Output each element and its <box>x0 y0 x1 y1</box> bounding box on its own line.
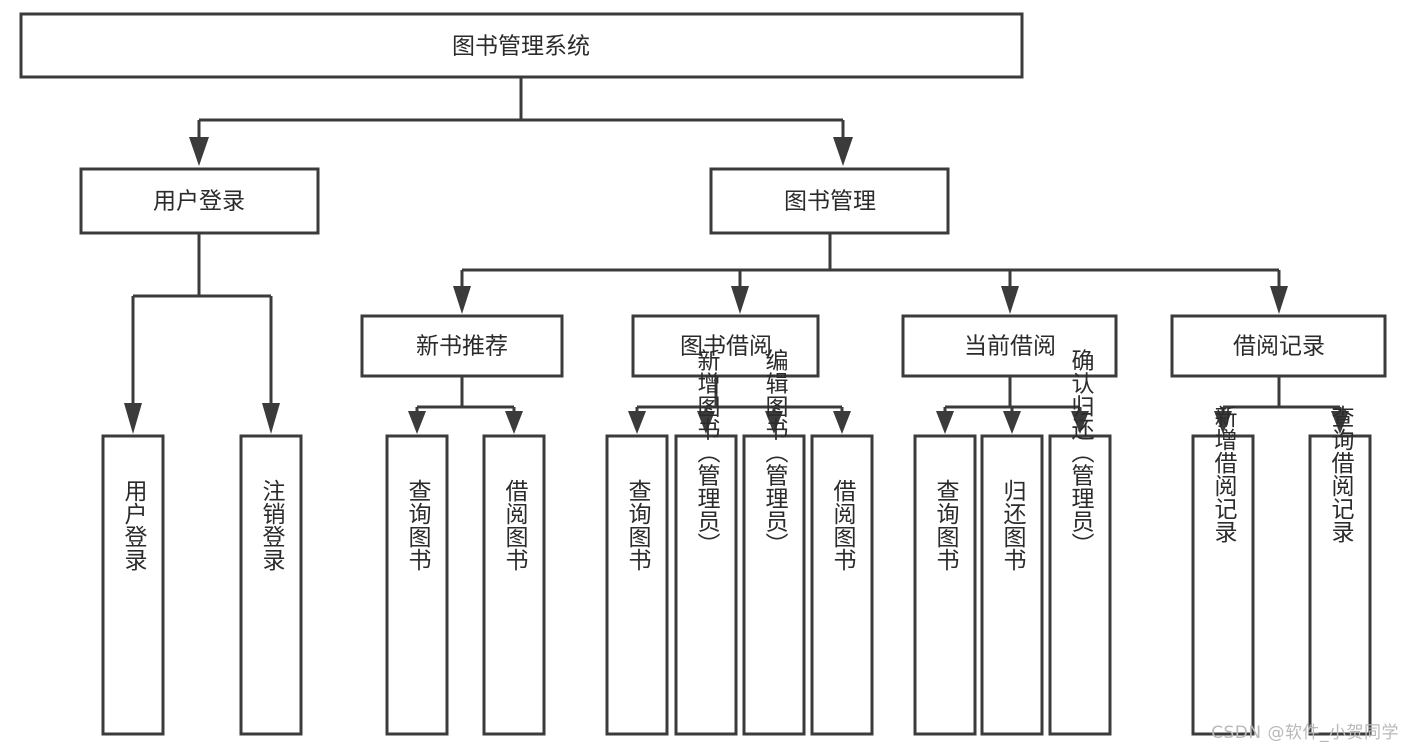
node-root[interactable]: 图书管理系统 <box>19 12 1024 79</box>
arrow-head-icon <box>1331 411 1349 434</box>
leaf-box[interactable] <box>674 434 738 736</box>
node-book-borrow-label: 图书借阅 <box>680 334 772 360</box>
arrow-head-icon <box>1214 411 1232 434</box>
connector-currentborrow-to-leaves <box>936 376 1089 434</box>
leaf-currentborrow-return-book[interactable]: 归还图书 <box>980 434 1044 736</box>
leaf-label: 查询图书 <box>404 479 432 571</box>
leaf-box[interactable] <box>101 434 165 736</box>
arrow-head-icon <box>697 411 715 434</box>
leaf-box[interactable] <box>913 434 977 736</box>
node-new-book-recommend-label: 新书推荐 <box>416 334 508 360</box>
arrow-head-icon <box>1270 286 1288 314</box>
leaf-newbook-borrow-book[interactable]: 借阅图书 <box>482 434 546 736</box>
leaf-box[interactable] <box>482 434 546 736</box>
leaf-label: 查询图书 <box>932 479 960 571</box>
node-book-borrow[interactable]: 图书借阅 <box>631 314 820 378</box>
leaf-bookborrow-borrow-book[interactable]: 借阅图书 <box>810 434 874 736</box>
leaf-label: 借阅图书 <box>501 479 529 571</box>
node-user-login-label: 用户登录 <box>153 189 245 215</box>
node-new-book-recommend[interactable]: 新书推荐 <box>360 314 564 378</box>
node-borrow-record[interactable]: 借阅记录 <box>1170 314 1387 378</box>
arrow-head-icon <box>189 137 209 166</box>
leaf-currentborrow-confirm-return[interactable]: 确认归还（管理员） <box>1048 349 1112 736</box>
leaf-borrowrecord-query-record[interactable]: 查询借阅记录 <box>1308 405 1372 736</box>
leaf-label: 借阅图书 <box>829 479 857 571</box>
leaf-box[interactable] <box>1191 434 1255 736</box>
leaf-box[interactable] <box>980 434 1044 736</box>
arrow-head-icon <box>628 411 646 434</box>
arrow-head-icon <box>505 411 523 434</box>
leaf-bookborrow-query-book[interactable]: 查询图书 <box>605 434 669 736</box>
connector-bookborrow-to-leaves <box>628 376 851 434</box>
leaf-currentborrow-query-book[interactable]: 查询图书 <box>913 434 977 736</box>
leaf-borrowrecord-add-record[interactable]: 新增借阅记录 <box>1191 405 1255 736</box>
leaf-bookborrow-add-book[interactable]: 新增图书（管理员） <box>674 349 738 736</box>
node-new-book-recommend-box[interactable] <box>360 314 564 378</box>
arrow-head-icon <box>833 411 851 434</box>
leaf-bookborrow-edit-book[interactable]: 编辑图书（管理员） <box>742 349 806 736</box>
arrow-head-icon <box>1001 286 1019 314</box>
leaf-box[interactable] <box>810 434 874 736</box>
leaf-label: 查询图书 <box>624 479 652 571</box>
connector-bookmgmt-to-level3 <box>453 234 1288 314</box>
arrow-head-icon <box>936 411 954 434</box>
arrow-head-icon <box>262 403 280 434</box>
node-book-management[interactable]: 图书管理 <box>709 167 950 235</box>
node-root-label: 图书管理系统 <box>452 34 590 60</box>
node-book-borrow-box[interactable] <box>631 314 820 378</box>
leaf-label: 新增借阅记录 <box>1210 405 1238 543</box>
leaf-label: 注销登录 <box>258 479 286 571</box>
arrow-head-icon <box>765 411 783 434</box>
node-user-login[interactable]: 用户登录 <box>79 167 320 235</box>
leaf-label: 编辑图书（管理员） <box>761 349 789 556</box>
arrow-head-icon <box>1003 411 1021 434</box>
arrow-head-icon <box>124 403 142 434</box>
node-borrow-record-box[interactable] <box>1170 314 1387 378</box>
node-book-management-box[interactable] <box>709 167 950 235</box>
leaf-newbook-query-book[interactable]: 查询图书 <box>385 434 449 736</box>
arrow-head-icon <box>453 286 471 314</box>
node-root-box[interactable] <box>19 12 1024 79</box>
leaf-box[interactable] <box>742 434 806 736</box>
connector-newbook-to-leaves <box>408 376 523 434</box>
arrow-head-icon <box>731 286 749 314</box>
node-current-borrow-box[interactable] <box>901 314 1118 378</box>
node-current-borrow-label: 当前借阅 <box>964 334 1056 360</box>
arrow-head-icon <box>833 137 853 166</box>
leaf-box[interactable] <box>1308 434 1372 736</box>
leaf-box[interactable] <box>605 434 669 736</box>
leaf-box[interactable] <box>239 434 303 736</box>
node-book-management-label: 图书管理 <box>784 189 876 215</box>
connector-borrowrecord-to-leaves <box>1214 376 1349 434</box>
leaf-label: 用户登录 <box>120 479 148 571</box>
connector-root-to-level2 <box>189 78 853 166</box>
arrow-head-icon <box>1071 411 1089 434</box>
node-current-borrow[interactable]: 当前借阅 <box>901 314 1118 378</box>
leaf-box[interactable] <box>385 434 449 736</box>
node-borrow-record-label: 借阅记录 <box>1233 334 1325 360</box>
leaf-user-login-logout[interactable]: 注销登录 <box>239 434 303 736</box>
leaf-label: 新增图书（管理员） <box>693 349 721 556</box>
leaf-user-login-login[interactable]: 用户登录 <box>101 434 165 736</box>
leaf-label: 查询借阅记录 <box>1327 405 1355 543</box>
arrow-head-icon <box>408 411 426 434</box>
leaf-label: 归还图书 <box>999 479 1027 571</box>
leaf-label: 确认归还（管理员） <box>1067 349 1095 556</box>
connector-userlogin-to-leaves <box>124 234 280 434</box>
leaf-box[interactable] <box>1048 434 1112 736</box>
node-user-login-box[interactable] <box>79 167 320 235</box>
